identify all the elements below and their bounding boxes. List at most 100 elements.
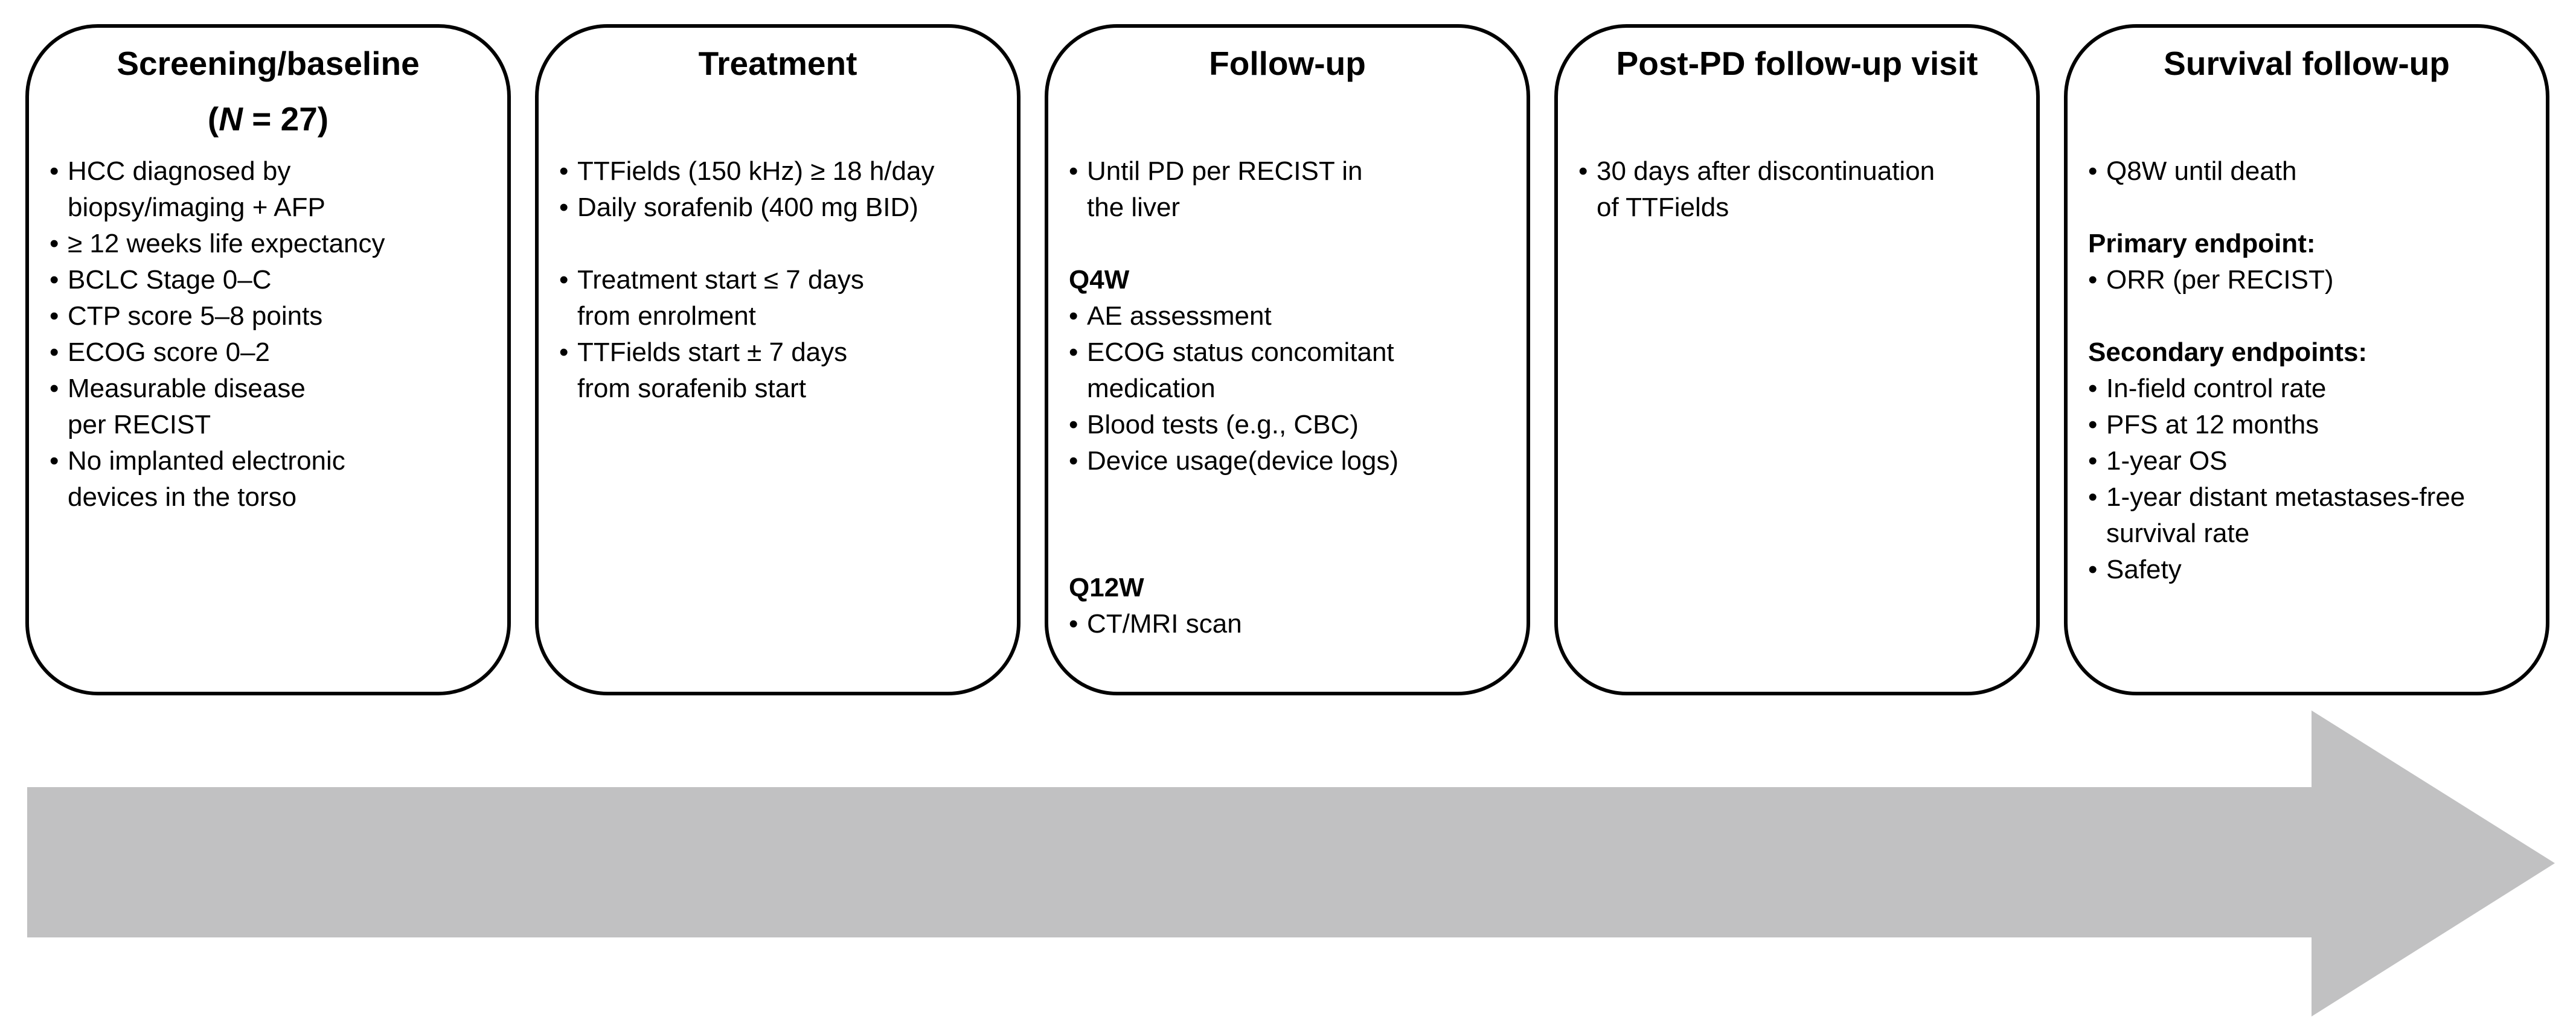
box-body: • TTFields (150 kHz) ≥ 18 h/day • Daily sor…: [559, 153, 1004, 407]
bullet-text: ECOG status concomitant medication: [1087, 334, 1513, 407]
stage-box-post-pd-follow-up: Post-PD follow-up visit • 30 days after d…: [1554, 24, 2040, 695]
bullet-icon: •: [2088, 156, 2098, 186]
bullet-item: •ECOG score 0–2: [50, 334, 494, 371]
spacer: [2088, 298, 2533, 334]
stage-box-screening-baseline: Screening/baseline (N = 27) •HCC diagnos…: [25, 24, 511, 695]
bullet-icon: •: [1069, 301, 1078, 331]
stage-box-follow-up: Follow-up • Until PD per RECIST in the liv…: [1045, 24, 1530, 695]
spacer: [1069, 479, 1513, 570]
bullet-item: • TTFields (150 kHz) ≥ 18 h/day: [559, 153, 1004, 190]
bullet-item: •PFS at 12 months: [2088, 407, 2533, 443]
bullet-icon: •: [2088, 555, 2098, 584]
bullet-icon: •: [1069, 156, 1078, 186]
box-subtitle-text: (: [207, 100, 219, 138]
bullet-item: •≥ 12 weeks life expectancy: [50, 226, 494, 262]
bullet-icon: •: [2088, 410, 2098, 439]
bullet-icon: •: [559, 265, 569, 295]
bullet-line: Q8W until death: [2106, 156, 2297, 186]
bullet-item: • 30 days after discontinuation of TTField…: [1578, 153, 2023, 226]
bullet-line: ORR (per RECIST): [2106, 265, 2334, 295]
bullet-icon: •: [2088, 374, 2098, 403]
bullet-line: Until PD per RECIST in: [1087, 156, 1363, 186]
bullet-icon: •: [1069, 410, 1078, 439]
bullet-item: • ORR (per RECIST): [2088, 262, 2533, 298]
bullet-icon: •: [559, 193, 569, 222]
box-title: Survival follow-up: [2164, 45, 2450, 82]
bullet-item: • Daily sorafenib (400 mg BID): [559, 190, 1004, 226]
timeline-arrow-shape: [27, 710, 2555, 1016]
box-subtitle-italic-n: N: [219, 100, 243, 138]
box-subtitle: (N = 27): [29, 99, 507, 139]
bullet-icon: •: [1578, 156, 1588, 186]
bullet-line: from sorafenib start: [577, 374, 807, 403]
bullet-line: medication: [1087, 374, 1216, 403]
bullet-item: • Until PD per RECIST in the liver: [1069, 153, 1513, 226]
bullet-line: the liver: [1087, 193, 1181, 222]
bullet-item: • Q8W until death: [2088, 153, 2533, 190]
bullet-text: Blood tests (e.g., CBC): [1087, 407, 1513, 443]
bullet-line: In-field control rate: [2106, 374, 2327, 403]
bullet-text: 1-year distant metastases-free survival r…: [2106, 479, 2533, 552]
section-header: Secondary endpoints:: [2088, 337, 2368, 367]
bullet-item: • In-field control rate: [2088, 371, 2533, 407]
box-title: Post-PD follow-up visit: [1616, 45, 1978, 82]
bullet-text: In-field control rate: [2106, 371, 2533, 407]
bullet-line: Daily sorafenib (400 mg BID): [577, 193, 918, 222]
bullet-text: AE assessment: [1087, 298, 1513, 334]
bullet-line: ECOG status concomitant: [1087, 337, 1394, 367]
section-header: Primary endpoint:: [2088, 229, 2316, 258]
bullet-text: TTFields (150 kHz) ≥ 18 h/day: [577, 153, 1004, 190]
bullet-text: Q8W until death: [2106, 153, 2533, 190]
bullet-text: ≥ 12 weeks life expectancy: [68, 226, 494, 262]
bullet-icon: •: [50, 374, 59, 403]
bullet-text: CT/MRI scan: [1087, 606, 1513, 642]
bullet-line: AE assessment: [1087, 301, 1272, 331]
bullet-line: of TTFields: [1597, 193, 1729, 222]
bullet-text: Daily sorafenib (400 mg BID): [577, 190, 1004, 226]
bullet-icon: •: [50, 265, 59, 295]
bullet-text: Safety: [2106, 552, 2533, 588]
bullet-item: • AE assessment: [1069, 298, 1513, 334]
bullet-text: ORR (per RECIST): [2106, 262, 2533, 298]
bullet-item: •Device usage(device logs): [1069, 443, 1513, 479]
box-title: Follow-up: [1209, 45, 1366, 82]
bullet-item: • Blood tests (e.g., CBC): [1069, 407, 1513, 443]
bullet-line: Measurable disease: [68, 374, 306, 403]
bullet-line: Device usage(device logs): [1087, 446, 1399, 476]
bullet-item: •CTP score 5–8 points: [50, 298, 494, 334]
bullet-line: BCLC Stage 0–C: [68, 265, 272, 295]
bullet-item: •1-year OS: [2088, 443, 2533, 479]
bullet-line: No implanted electronic: [68, 446, 345, 476]
bullet-text: Device usage(device logs): [1087, 443, 1513, 479]
stage-box-treatment: Treatment •TTFields (150 kHz) ≥ 18 h/day…: [535, 24, 1020, 695]
bullet-item: • Safety: [2088, 552, 2533, 588]
bullet-icon: •: [2088, 265, 2098, 295]
box-body: • 30 days after discontinuation of TTField…: [1578, 153, 2023, 226]
bullet-icon: •: [559, 156, 569, 186]
section-header: Q12W: [1069, 573, 1144, 602]
bullet-line: survival rate: [2106, 519, 2250, 548]
bullet-text: ECOG score 0–2: [68, 334, 494, 371]
bullet-text: BCLC Stage 0–C: [68, 262, 494, 298]
bullet-line: 1-year distant metastases-free: [2106, 482, 2465, 512]
bullet-line: 1-year OS: [2106, 446, 2228, 476]
bullet-line: 30 days after discontinuation: [1597, 156, 1935, 186]
bullet-line: Blood tests (e.g., CBC): [1087, 410, 1359, 439]
bullet-line: CTP score 5–8 points: [68, 301, 323, 331]
bullet-line: Treatment start ≤ 7 days: [577, 265, 864, 295]
bullet-icon: •: [50, 156, 59, 186]
bullet-line: biopsy/imaging + AFP: [68, 193, 325, 222]
stage-boxes-row: Screening/baseline (N = 27) •HCC diagnos…: [25, 24, 2549, 695]
